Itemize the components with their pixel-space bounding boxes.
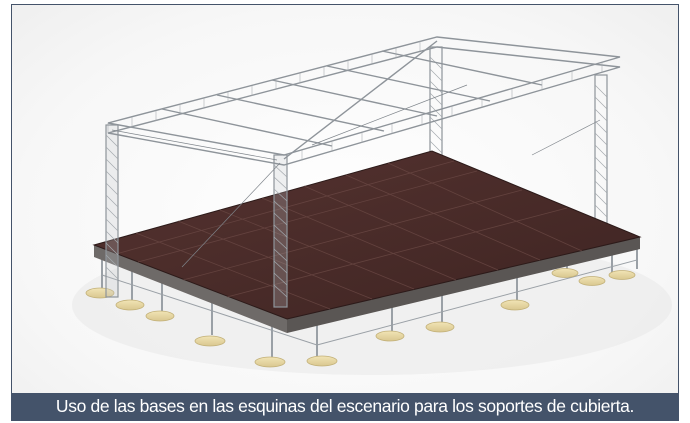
figure-caption: Uso de las bases en las esquinas del esc… <box>12 393 678 420</box>
roof-truss-grid <box>107 36 621 166</box>
deck-panel-seams <box>115 160 583 310</box>
stage-roof-illustration <box>72 36 672 375</box>
figure-frame: Uso de las bases en las esquinas del esc… <box>11 4 679 421</box>
stage-render-image <box>12 5 678 393</box>
stage-legs <box>101 247 638 357</box>
guy-wires <box>111 84 601 268</box>
stage-deck <box>92 150 642 320</box>
base-pads <box>85 268 636 368</box>
